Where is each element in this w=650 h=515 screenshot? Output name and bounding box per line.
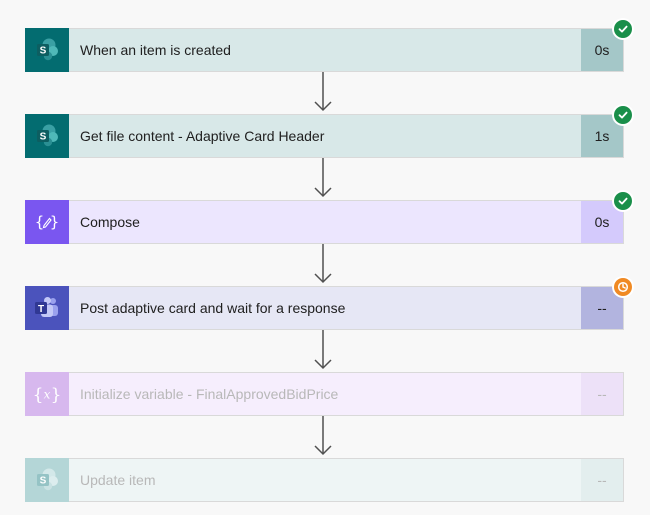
svg-text:}: } [51, 385, 61, 405]
connector-arrow-icon [314, 244, 332, 284]
svg-text:T: T [38, 304, 44, 315]
flow-step-initialize-variable[interactable]: { x } Initialize variable - FinalApprove… [25, 372, 624, 416]
flow-step-when-item-created[interactable]: S When an item is created 0s [25, 28, 624, 72]
step-duration: 1s [581, 115, 623, 157]
svg-text:x: x [44, 388, 51, 402]
step-label: Update item [69, 459, 581, 501]
svg-text:S: S [40, 46, 47, 57]
sharepoint-icon: S [25, 28, 69, 72]
success-check-icon [614, 192, 632, 210]
compose-icon: { } [25, 200, 69, 244]
svg-text:{: { [35, 213, 44, 231]
step-label: Initialize variable - FinalApprovedBidPr… [69, 373, 581, 415]
running-clock-icon [614, 278, 632, 296]
flow-step-get-file-content[interactable]: S Get file content - Adaptive Card Heade… [25, 114, 624, 158]
connector-arrow-icon [314, 72, 332, 112]
step-label: Get file content - Adaptive Card Header [69, 115, 581, 157]
step-duration: 0s [581, 29, 623, 71]
step-label: Compose [69, 201, 581, 243]
success-check-icon [614, 20, 632, 38]
step-duration: 0s [581, 201, 623, 243]
flow-step-post-adaptive-card[interactable]: T Post adaptive card and wait for a resp… [25, 286, 624, 330]
step-duration: -- [581, 287, 623, 329]
variable-icon: { x } [25, 372, 69, 416]
step-label: When an item is created [69, 29, 581, 71]
step-label: Post adaptive card and wait for a respon… [69, 287, 581, 329]
flow-step-compose[interactable]: { } Compose 0s [25, 200, 624, 244]
svg-text:{: { [33, 385, 43, 405]
connector-arrow-icon [314, 158, 332, 198]
teams-icon: T [25, 286, 69, 330]
sharepoint-icon: S [25, 114, 69, 158]
flow-step-update-item[interactable]: S Update item -- [25, 458, 624, 502]
success-check-icon [614, 106, 632, 124]
connector-arrow-icon [314, 330, 332, 370]
step-duration: -- [581, 373, 623, 415]
connector-arrow-icon [314, 416, 332, 456]
svg-text:}: } [50, 213, 59, 231]
step-duration: -- [581, 459, 623, 501]
sharepoint-icon: S [25, 458, 69, 502]
svg-text:S: S [40, 132, 47, 143]
svg-text:S: S [40, 476, 47, 487]
